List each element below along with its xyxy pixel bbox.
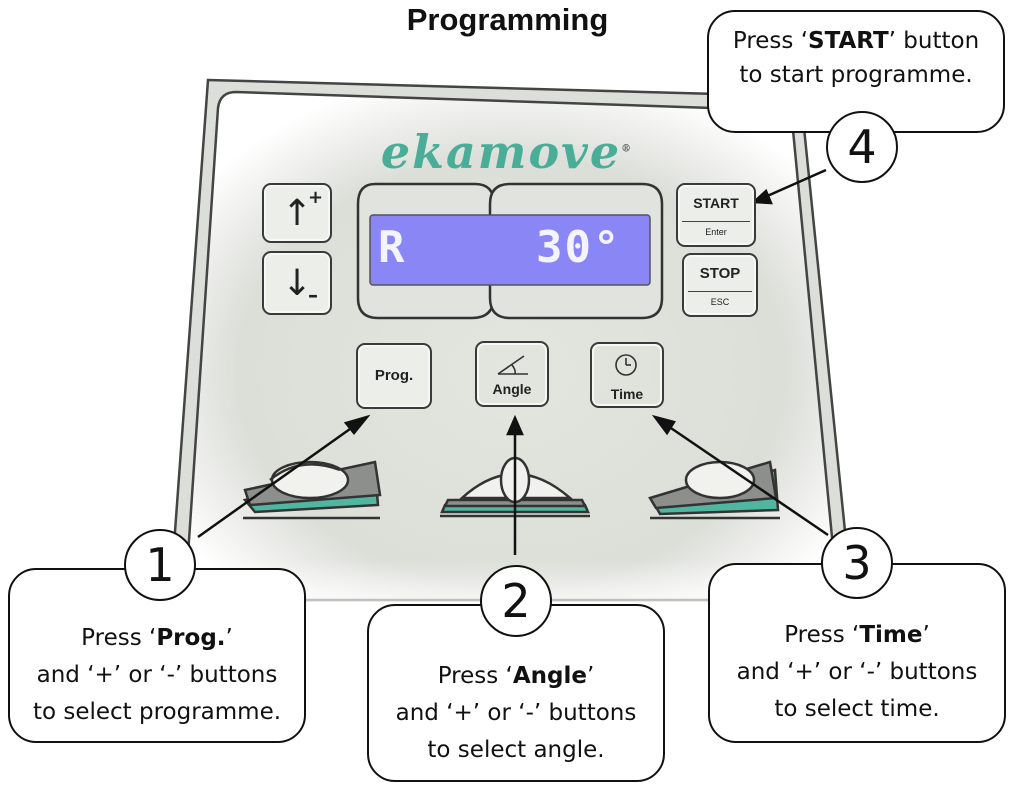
step-2-badge: 2 <box>480 565 552 637</box>
angle-label: Angle <box>492 381 532 397</box>
callout-2-line2: and ‘+’ or ‘-’ buttons <box>395 700 637 726</box>
step-1-badge: 1 <box>124 529 196 601</box>
prog-label: Prog. <box>374 367 414 384</box>
callout-1-line1: Press ‘Prog.’ <box>81 625 233 651</box>
stop-label: STOP <box>699 265 741 282</box>
callout-1-line2: and ‘+’ or ‘-’ buttons <box>36 662 278 688</box>
brand-name: ekamove <box>380 125 622 179</box>
arrow-3 <box>651 414 829 537</box>
foot-icon-right <box>648 460 780 520</box>
callout-2-line1: Press ‘Angle’ <box>437 663 595 689</box>
lcd-angle-value: 30° <box>536 222 622 273</box>
callout-4-line1: Press ‘START’ button <box>732 28 980 54</box>
arrow-1 <box>197 414 371 539</box>
callout-4-line2: to start programme. <box>739 62 973 88</box>
plus-label: + <box>308 187 324 208</box>
clock-icon <box>615 354 637 376</box>
stop-button[interactable]: STOP ESC <box>682 253 758 317</box>
arrow-4 <box>750 168 827 205</box>
step-3-badge: 3 <box>821 527 893 599</box>
time-button[interactable]: Time <box>590 342 664 408</box>
lcd-mode-text: R <box>378 222 407 273</box>
brand-mark: ® <box>621 143 634 155</box>
start-label: START <box>693 195 739 211</box>
arrow-down-icon: ↓ <box>282 263 313 304</box>
minus-label: – <box>308 283 318 307</box>
esc-label: ESC <box>710 297 730 307</box>
down-button[interactable]: ↓ – <box>262 251 332 315</box>
callout-3-line2: and ‘+’ or ‘-’ buttons <box>736 659 978 685</box>
page-title: Programming <box>406 2 609 37</box>
brand-logo: ekamove® <box>362 125 652 179</box>
callout-3-line1: Press ‘Time’ <box>784 622 930 648</box>
lcd-screen <box>369 214 651 286</box>
prog-button[interactable]: Prog. <box>356 343 432 409</box>
callout-1-line3: to select programme. <box>32 699 282 725</box>
callout-3-line3: to select time. <box>774 696 940 722</box>
enter-label: Enter <box>705 227 727 237</box>
arrow-up-icon: ↑ <box>282 193 313 234</box>
angle-button[interactable]: Angle <box>475 341 549 407</box>
step-4-badge: 4 <box>826 111 898 183</box>
time-label: Time <box>610 386 644 402</box>
start-button[interactable]: START Enter <box>676 183 756 247</box>
arrow-2 <box>506 414 524 555</box>
callout-2-line3: to select angle. <box>427 737 605 763</box>
angle-icon <box>497 355 528 375</box>
up-button[interactable]: ↑ + <box>262 183 332 243</box>
